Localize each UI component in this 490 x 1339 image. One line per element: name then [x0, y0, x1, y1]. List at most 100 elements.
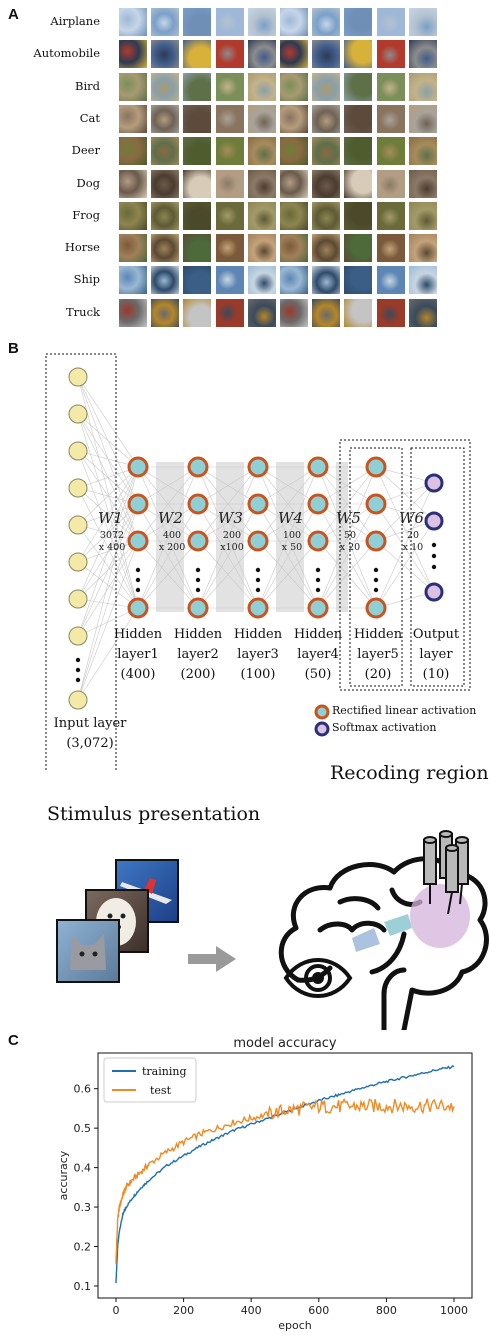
hidden-layer2-name2: layer2: [177, 647, 219, 662]
hidden-neuron: [365, 597, 387, 619]
hidden-layer5-name2: layer5: [357, 647, 399, 662]
hidden-neuron: [187, 493, 209, 515]
recoding-region-title: Recoding region: [330, 762, 489, 784]
hidden-neuron: [247, 456, 269, 478]
hidden-layer4-name2: layer4: [297, 647, 339, 662]
weight-w6-d1: 20: [406, 530, 420, 541]
series-line-training: [115, 1065, 455, 1284]
cifar-thumbnail: [376, 72, 405, 101]
input-layer-box: [45, 353, 117, 770]
cifar-thumbnail: [215, 8, 244, 36]
input-neuron: [68, 515, 88, 535]
cifar-thumbnail: [183, 234, 212, 263]
cifar-thumbnail: [344, 40, 373, 69]
cifar-thumbnail: [408, 169, 437, 198]
hidden-neuron: [365, 456, 387, 478]
arrow-icon: [188, 946, 236, 972]
input-neuron: [68, 589, 88, 609]
ellipsis-dot: [75, 667, 81, 673]
recoding-region-box: [339, 439, 471, 691]
cifar-thumbnail: [312, 169, 341, 198]
output-neuron: [424, 582, 444, 602]
cifar-thumbnail: [183, 201, 212, 230]
panel-a-letter: A: [8, 6, 19, 23]
y-tick-label: 0.4: [74, 1162, 92, 1175]
cifar-thumbnail: [344, 234, 373, 263]
hidden-neuron: [187, 530, 209, 552]
hidden-layer5-size: (20): [364, 667, 392, 682]
panel-b-letter: B: [8, 340, 19, 357]
input-neuron: [68, 441, 88, 461]
x-tick-label: 1000: [440, 1304, 468, 1317]
weight-w4-d1: 100: [282, 530, 302, 541]
cifar-thumbnail: [215, 169, 244, 198]
ellipsis-dot: [75, 677, 81, 683]
legend-relu-label: Rectified linear activation: [332, 704, 477, 717]
cifar-thumbnail: [376, 169, 405, 198]
class-label-frog: Frog: [72, 207, 100, 222]
cifar-thumbnail: [215, 266, 244, 295]
hidden-layer5-name1: Hidden: [353, 627, 403, 642]
cifar-thumbnail: [119, 169, 147, 198]
cifar-thumbnail: [344, 137, 373, 166]
cifar-thumbnail: [119, 104, 147, 133]
input-layer-name: Input layer: [53, 716, 127, 731]
cifar-thumbnail: [312, 137, 341, 166]
input-neuron: [68, 478, 88, 498]
hidden-neuron: [127, 597, 149, 619]
class-label-ship: Ship: [73, 272, 100, 287]
weight-w3-d2: x100: [220, 542, 244, 553]
ellipsis-dot: [135, 577, 141, 583]
weight-w4-d2: x 50: [281, 542, 303, 553]
cifar-thumbnail: [376, 8, 405, 36]
cifar-thumbnail: [408, 298, 437, 327]
input-neuron: [68, 367, 88, 387]
cifar-thumbnail: [408, 8, 437, 36]
hidden-layer1-name1: Hidden: [113, 627, 163, 642]
weight-w4-label: W4: [278, 509, 303, 527]
weight-w6-d2: x 10: [402, 542, 424, 553]
cifar-thumbnail: [376, 40, 405, 69]
cifar-thumbnail: [408, 40, 437, 69]
cifar-thumbnail: [280, 72, 308, 101]
ellipsis-dot: [135, 567, 141, 573]
input-neuron: [68, 404, 88, 424]
cifar-thumbnail: [183, 266, 212, 295]
hidden-neuron: [187, 597, 209, 619]
cifar-thumbnail: [215, 137, 244, 166]
hidden-neuron: [307, 493, 329, 515]
cifar-thumbnail: [247, 234, 276, 263]
cifar-thumbnail: [376, 298, 405, 327]
hidden-neuron: [127, 456, 149, 478]
hidden-neuron: [307, 597, 329, 619]
weight-w6-label: W6: [399, 509, 424, 527]
cifar-thumbnail: [151, 104, 180, 133]
cifar-thumbnail: [280, 298, 308, 327]
cifar-thumbnail: [247, 266, 276, 295]
cifar-thumbnail: [408, 104, 437, 133]
ellipsis-dot: [373, 577, 379, 583]
cifar-thumbnail: [247, 40, 276, 69]
cifar-thumbnail: [312, 266, 341, 295]
legend-softmax-marker: [314, 721, 330, 737]
input-layer-size: (3,072): [66, 736, 114, 751]
chart-title: model accuracy: [233, 1036, 337, 1051]
cifar-thumbnail: [183, 8, 212, 36]
ellipsis-dot: [373, 567, 379, 573]
eye-icon: [283, 958, 353, 998]
cifar-thumbnail: [280, 137, 308, 166]
hidden-layer3-size: (100): [240, 667, 276, 682]
cifar-thumbnail: [344, 104, 373, 133]
cifar-thumbnail: [280, 8, 308, 36]
y-tick-label: 0.2: [74, 1241, 92, 1254]
cifar-thumbnail: [151, 137, 180, 166]
weight-w5-d1: 50: [343, 530, 357, 541]
weight-w1-label: W1: [98, 509, 123, 527]
cifar-thumbnail: [183, 298, 212, 327]
cifar-thumbnail: [312, 234, 341, 263]
x-tick-label: 400: [241, 1304, 262, 1317]
cifar-thumbnail: [151, 266, 180, 295]
cifar-thumbnail: [408, 72, 437, 101]
